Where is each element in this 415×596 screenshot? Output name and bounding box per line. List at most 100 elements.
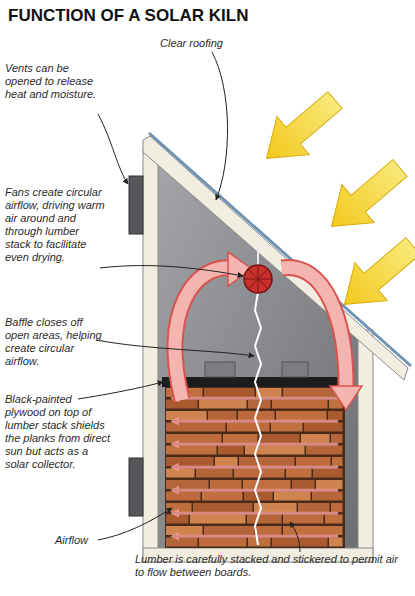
callout-label: Black-painted plywood on top of lumber s… (5, 393, 113, 471)
stack-airflow-arrow (172, 512, 338, 515)
stack-airflow-arrow (172, 535, 338, 538)
airflow-arrow-outline (175, 268, 232, 400)
lumber-plank (215, 457, 238, 466)
callout-label: Clear roofing (160, 37, 270, 50)
lumber-plank (239, 457, 295, 466)
lumber-plank (292, 480, 315, 489)
lumber-plank (313, 469, 343, 478)
left-wall (143, 150, 158, 562)
lumber-plank (218, 446, 244, 455)
lumber-plank (202, 492, 243, 501)
lumber-plank (304, 423, 343, 432)
lumber-plank (223, 434, 258, 443)
lumber-plank (166, 515, 189, 524)
lumber-plank (245, 446, 305, 455)
lumber-plank (325, 515, 343, 524)
lumber-plank (204, 388, 255, 397)
sun-arrow (315, 149, 415, 245)
leader-line (96, 340, 254, 356)
lumber-plank (296, 457, 331, 466)
sun-arrow (250, 81, 351, 177)
weight-block (282, 362, 308, 377)
lumber-plank (166, 446, 217, 455)
lumber-plank (196, 469, 233, 478)
lumber-plank (166, 411, 207, 420)
title: FUNCTION OF A SOLAR KILN (8, 6, 249, 26)
lumber-plank (248, 538, 271, 547)
lumber-plank (328, 411, 343, 420)
leader-line (78, 382, 163, 399)
callout-label: Baffle closes off open areas, helping cr… (5, 316, 105, 368)
lumber-plank (259, 434, 300, 443)
airflow-arrow-outline (282, 268, 346, 390)
sun-arrow (328, 227, 415, 323)
lumber-plank (256, 526, 282, 535)
kiln-interior (158, 158, 358, 548)
callout-label: Vents can be opened to release heat and … (5, 62, 105, 101)
callout-label: Airflow (55, 534, 115, 547)
lumber-plank (166, 538, 198, 547)
stack-airflow-arrow (172, 466, 338, 469)
leader-line (100, 266, 243, 276)
lumber-plank (312, 492, 343, 501)
stack-airflow-arrow (172, 397, 338, 400)
leader-line (290, 522, 300, 552)
callout-label: Lumber is carefully stacked and stickere… (135, 553, 405, 579)
leader-line (98, 114, 128, 184)
weight-block (205, 362, 235, 377)
lumber-plank (193, 503, 253, 512)
lumber-plank (274, 492, 311, 501)
lumber-plank (283, 526, 343, 535)
lumber-plank (286, 469, 312, 478)
lumber-plank (331, 503, 343, 512)
fan-guard (244, 265, 272, 293)
lumber-plank (190, 515, 246, 524)
lumber-plank (208, 411, 237, 420)
lumber-plank (247, 515, 282, 524)
lumber-plank (166, 492, 201, 501)
lumber-plank (210, 480, 242, 489)
lumber-plank (166, 423, 226, 432)
lumber-plank (204, 526, 255, 535)
lumber-planks (166, 388, 343, 547)
sun-arrow-shape (250, 81, 351, 177)
lumber-plank (276, 411, 327, 420)
lumber-plank (271, 423, 303, 432)
lumber-plank (166, 503, 192, 512)
fan-support (257, 245, 259, 266)
leader-line (212, 52, 228, 200)
sun-arrow-shape (328, 227, 415, 323)
lumber-plank (166, 526, 203, 535)
fan (244, 265, 272, 293)
lumber-plank (227, 423, 270, 432)
stack-airflow-arrow (172, 443, 338, 446)
lumber-plank (329, 538, 343, 547)
lumber-plank (243, 480, 291, 489)
lumber-plank (199, 400, 247, 409)
lumber-plank (166, 469, 195, 478)
lumber-plank (316, 480, 343, 489)
lumber-plank (166, 434, 222, 443)
upper-vent (129, 176, 143, 234)
sun-arrow-shape (315, 149, 415, 245)
callout-label: Fans create circular airflow, driving wa… (5, 186, 105, 264)
lumber-plank (199, 538, 247, 547)
lumber-plank (166, 400, 198, 409)
clear-roofing (149, 133, 411, 366)
airflow-arrow (175, 268, 232, 400)
lumber-plank (306, 446, 343, 455)
airflow-arrow (282, 268, 346, 390)
right-wall (358, 330, 373, 562)
lumber-plank (166, 457, 214, 466)
lumber-plank (331, 434, 343, 443)
lumber-plank (298, 503, 330, 512)
lower-vent (129, 458, 143, 516)
lumber-plank (283, 515, 324, 524)
leader-line (98, 508, 172, 540)
airflow-arrowhead (330, 386, 362, 410)
lumber-plank (272, 400, 328, 409)
lumber-plank (301, 434, 330, 443)
baffle (255, 292, 261, 545)
lumber-plank (166, 480, 209, 489)
